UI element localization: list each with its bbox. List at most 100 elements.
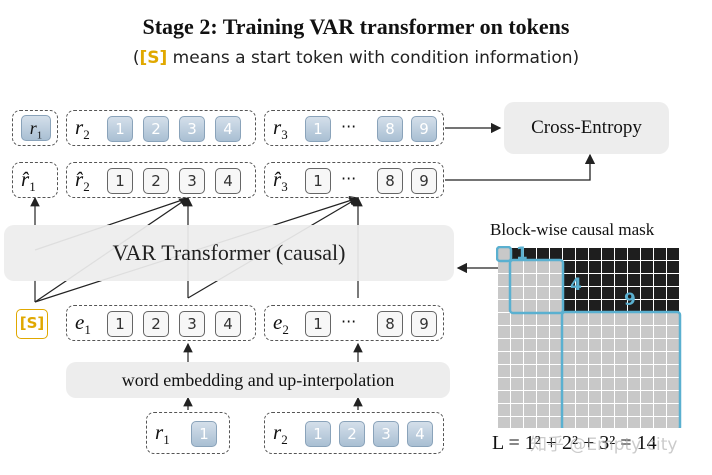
mask-cell	[524, 261, 536, 273]
input-label-e1: e1	[75, 310, 91, 338]
bottom-token: 1	[305, 421, 331, 447]
mask-cell	[537, 313, 549, 325]
mask-cell	[602, 274, 614, 286]
target-token: 1	[305, 116, 331, 142]
mask-cell	[576, 287, 588, 299]
target-label-r3: r3	[273, 115, 288, 143]
mask-cell	[628, 261, 640, 273]
target-group-r3: r3 1 ··· 8 9	[264, 110, 444, 146]
mask-cell	[589, 300, 601, 312]
mask-cell	[576, 339, 588, 351]
bottom-token: 4	[407, 421, 433, 447]
mask-cell	[537, 326, 549, 338]
mask-cell	[511, 313, 523, 325]
mask-cell	[589, 248, 601, 260]
input-token: 1	[107, 311, 133, 337]
input-token: 8	[377, 311, 403, 337]
mask-cell	[511, 391, 523, 403]
mask-cell	[602, 287, 614, 299]
mask-cell	[511, 274, 523, 286]
target-token: 2	[143, 116, 169, 142]
mask-cell	[524, 365, 536, 377]
mask-cell	[550, 352, 562, 364]
mask-cell	[537, 365, 549, 377]
mask-cell	[537, 352, 549, 364]
mask-cell	[589, 352, 601, 364]
mask-cell	[550, 274, 562, 286]
mask-cell	[654, 339, 666, 351]
mask-cell	[615, 339, 627, 351]
mask-cell	[641, 404, 653, 416]
mask-cell	[667, 287, 679, 299]
mask-cell	[667, 248, 679, 260]
target-group-r2: r2 1 2 3 4	[66, 110, 256, 146]
mask-block-label: 4	[570, 275, 582, 295]
mask-cell	[589, 365, 601, 377]
mask-cell	[550, 365, 562, 377]
mask-cell	[628, 326, 640, 338]
input-token: 2	[143, 311, 169, 337]
mask-cell	[498, 287, 510, 299]
mask-cell	[667, 313, 679, 325]
mask-cell	[511, 287, 523, 299]
subtitle-start-token: [S]	[139, 48, 168, 68]
mask-cell	[654, 352, 666, 364]
mask-cell	[641, 365, 653, 377]
mask-cell	[537, 248, 549, 260]
mask-cell	[589, 274, 601, 286]
mask-cell	[563, 300, 575, 312]
target-token: 3	[179, 116, 205, 142]
mask-cell	[602, 404, 614, 416]
mask-cell	[667, 417, 679, 428]
mask-cell	[654, 261, 666, 273]
mask-cell	[667, 261, 679, 273]
bottom-token: 1	[191, 421, 217, 447]
mask-block-outline	[560, 310, 682, 428]
mask-cell	[524, 274, 536, 286]
mask-cell	[602, 313, 614, 325]
arrow-pred-to-loss	[445, 153, 596, 181]
pred-token: 1	[305, 168, 331, 194]
target-token: 4	[215, 116, 241, 142]
mask-cell	[641, 287, 653, 299]
pred-token: 3	[179, 168, 205, 194]
mask-cell	[537, 391, 549, 403]
mask-cell	[628, 300, 640, 312]
mask-cell	[524, 313, 536, 325]
mask-cell	[498, 261, 510, 273]
mask-cell	[667, 365, 679, 377]
mask-cell	[589, 339, 601, 351]
mask-cell	[498, 352, 510, 364]
mask-cell	[615, 261, 627, 273]
mask-cell	[654, 274, 666, 286]
mask-cell	[550, 313, 562, 325]
mask-cell	[563, 261, 575, 273]
mask-cell	[641, 300, 653, 312]
mask-cell	[654, 378, 666, 390]
mask-cell	[563, 313, 575, 325]
mask-cell	[654, 365, 666, 377]
mask-cell	[602, 261, 614, 273]
mask-cell	[576, 391, 588, 403]
mask-cell	[550, 248, 562, 260]
mask-cell	[641, 274, 653, 286]
mask-cell	[511, 300, 523, 312]
mask-cell	[589, 404, 601, 416]
mask-cell	[563, 274, 575, 286]
mask-cell	[498, 417, 510, 428]
target-token: 8	[377, 116, 403, 142]
mask-cell	[615, 391, 627, 403]
mask-cell	[667, 404, 679, 416]
mask-cell	[537, 417, 549, 428]
subtitle-text: means a start token with condition infor…	[167, 48, 580, 68]
pred-token: 9	[411, 168, 437, 194]
embedding-box: word embedding and up-interpolation	[66, 362, 450, 398]
pred-token: 1	[107, 168, 133, 194]
mask-cell	[550, 326, 562, 338]
bottom-group-r1: r1 1	[146, 412, 230, 454]
mask-cell	[576, 261, 588, 273]
var-transformer-box: VAR Transformer (causal)	[4, 225, 454, 281]
mask-cell	[654, 404, 666, 416]
target-group-r1: r1	[12, 110, 58, 146]
mask-cell	[563, 391, 575, 403]
